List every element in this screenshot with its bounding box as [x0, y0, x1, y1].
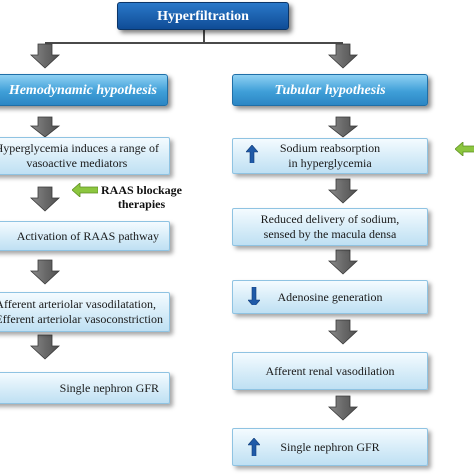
flow-arrow-right-4	[327, 319, 359, 345]
right-step-4-label: Afferent renal vasodilation	[265, 363, 395, 378]
right-step-5-label: Single nephron GFR	[280, 439, 380, 454]
right-step-2-line-1: Reduced delivery of sodium,	[260, 212, 400, 226]
right-intervention-arrow	[455, 142, 474, 156]
right-step-3-label: Adenosine generation	[277, 289, 383, 304]
diagram-title: Hyperfiltration	[157, 8, 249, 24]
right-step-2-line-2: sensed by the macula densa	[263, 227, 397, 241]
flow-arrow-left-4	[29, 334, 61, 360]
right-step-1-line-1: Sodium reabsorption	[279, 141, 381, 155]
intervention-line-2: therapies	[117, 197, 166, 211]
flow-arrow-left-5	[29, 116, 61, 138]
title-box: Hyperfiltration	[117, 2, 289, 30]
left-step-3-line-2: Efferent arteriolar vasoconstriction	[0, 312, 163, 326]
left-step-4-label: Single nephron GFR	[59, 380, 159, 395]
left-step-4: Single nephron GFR	[0, 372, 170, 404]
flow-arrow-right-6	[327, 116, 359, 138]
intervention-label: RAAS blockage therapies	[101, 183, 182, 211]
down-arrow-icon	[248, 287, 260, 305]
right-step-1-line-2: in hyperglycemia	[288, 156, 372, 170]
up-arrow-icon	[248, 438, 260, 456]
right-header-box: Tubular hypothesis	[232, 74, 428, 106]
right-header-label: Tubular hypothesis	[274, 82, 386, 98]
right-step-1: Sodium reabsorption in hyperglycemia	[232, 138, 428, 174]
flow-arrow-left-2	[29, 186, 61, 212]
right-step-3: Adenosine generation	[232, 280, 428, 314]
right-step-4: Afferent renal vasodilation	[232, 352, 428, 390]
left-step-2-label: Activation of RAAS pathway	[16, 228, 159, 243]
left-header-box: Hemodynamic hypothesis	[0, 74, 168, 106]
flow-arrow-right-3	[327, 249, 359, 275]
flow-arrow-right-2	[327, 178, 359, 204]
left-header-label: Hemodynamic hypothesis	[8, 82, 157, 98]
intervention-arrow	[72, 183, 98, 197]
left-step-1: Hyperglycemia induces a range of vasoact…	[0, 137, 170, 175]
intervention-line-1: RAAS blockage	[101, 183, 183, 197]
flow-arrow-right-1	[327, 43, 359, 69]
left-step-1-line-1: Hyperglycemia induces a range of	[0, 141, 159, 155]
left-step-1-line-2: vasoactive mediators	[26, 156, 128, 170]
right-step-5: Single nephron GFR	[232, 428, 428, 466]
left-step-3-line-1: Afferent arteriolar vasodilatation,	[0, 297, 156, 311]
flow-arrow-left-3	[29, 259, 61, 285]
up-arrow-icon	[246, 145, 258, 163]
left-step-3: Afferent arteriolar vasodilatation, Effe…	[0, 292, 170, 332]
flow-arrow-left-1	[29, 43, 61, 69]
left-step-2: Activation of RAAS pathway	[0, 221, 170, 251]
right-step-2: Reduced delivery of sodium, sensed by th…	[232, 208, 428, 246]
flow-arrow-right-5	[327, 395, 359, 421]
